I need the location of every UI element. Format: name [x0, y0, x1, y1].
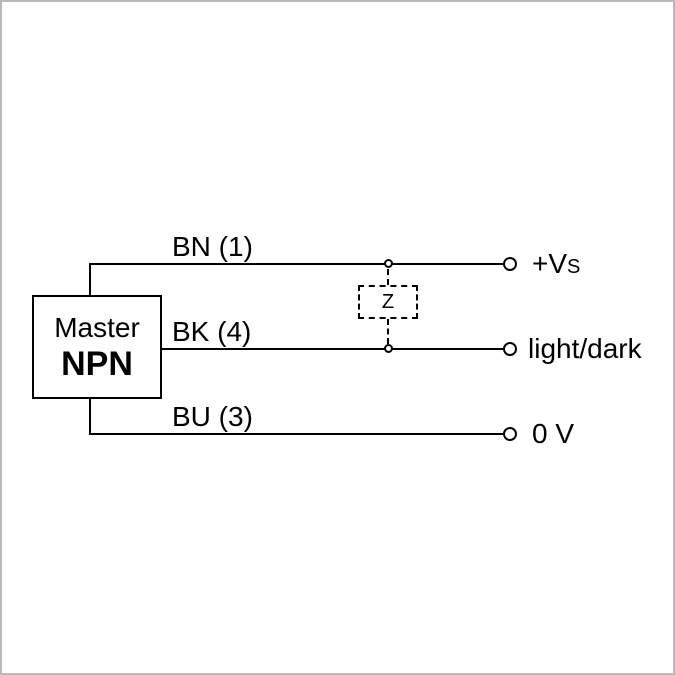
terminal-circle-0v	[503, 427, 517, 441]
wire-bk	[160, 348, 503, 350]
terminal-label-0v-main: 0 V	[532, 418, 575, 449]
junction-node-bn	[384, 259, 393, 268]
terminal-label-light-dark-main: light/dark	[528, 333, 642, 364]
device-output-type-label: NPN	[61, 345, 133, 383]
terminal-circle-vs	[503, 257, 517, 271]
wire-bk-label: BK (4)	[172, 316, 252, 347]
junction-node-bk	[384, 344, 393, 353]
terminal-label-vs-main: +V	[532, 248, 568, 279]
terminal-label-vs: +VS	[532, 248, 580, 283]
terminal-label-vs-subscript: S	[567, 256, 581, 278]
wire-bu-vertical-segment	[89, 398, 91, 435]
z-dashed-connector-top	[387, 269, 389, 285]
terminal-label-0v: 0 V	[532, 418, 574, 453]
wire-bn-label: BN (1)	[172, 231, 253, 262]
wire-bn	[89, 263, 503, 265]
wire-bu-label: BU (3)	[172, 401, 253, 432]
z-dashed-connector-bottom	[387, 319, 389, 344]
wire-bn-vertical-segment	[89, 263, 91, 296]
wire-bu	[89, 433, 503, 435]
terminal-circle-light-dark	[503, 342, 517, 356]
z-block: Z	[358, 285, 418, 319]
terminal-label-light-dark: light/dark	[528, 333, 642, 368]
z-block-label: Z	[381, 290, 395, 313]
device-name-label: Master	[54, 312, 140, 343]
device-box: Master NPN	[32, 295, 162, 399]
